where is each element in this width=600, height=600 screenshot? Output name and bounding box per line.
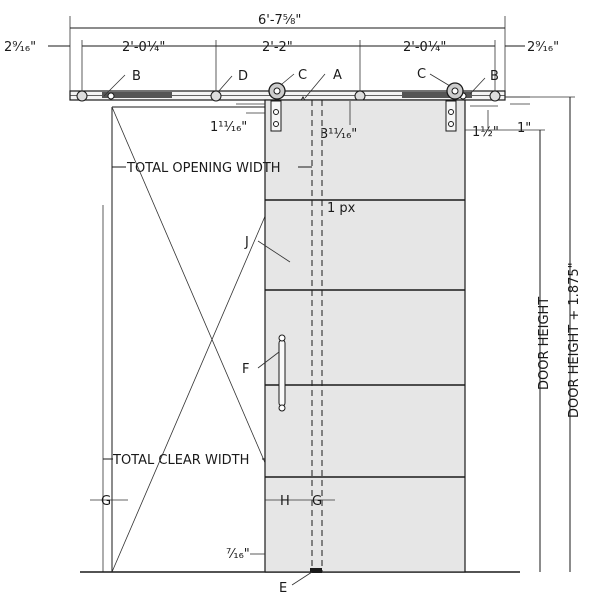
total-opening-width-text: TOTAL OPENING WIDTH	[126, 161, 281, 176]
label-d: D	[238, 69, 248, 84]
left-span-dimension: 2'-0¼"	[122, 40, 165, 55]
middle-span-dimension: 2'-2"	[262, 40, 293, 55]
label-g-left: G	[101, 494, 111, 509]
rail-to-door-left: 1¹¹⁄₁₆"	[210, 120, 247, 135]
total-clear-width-text: TOTAL CLEAR WIDTH	[112, 453, 249, 468]
roller-offset: 1½"	[472, 125, 499, 140]
label-g-right: G	[312, 494, 322, 509]
overall-width-dimension: 6'-7⅝"	[69, 13, 506, 95]
rail-height: 1"	[517, 121, 531, 136]
door-height-plus-text: DOOR HEIGHT + 1.875"	[567, 262, 582, 418]
clear-width-dimension: TOTAL CLEAR WIDTH	[103, 453, 265, 468]
floor-gap-text: ⁷⁄₁₆"	[226, 547, 250, 562]
rail-to-door-center: 3¹¹⁄₁₆"	[320, 127, 357, 142]
door-height-dimensions: DOOR HEIGHT DOOR HEIGHT + 1.875"	[465, 96, 582, 572]
left-end-dimension: 2⁹⁄₁₆"	[4, 40, 36, 55]
segment-dimensions: 2⁹⁄₁₆" 2'-0¼" 2'-2" 2'-0¼" 2⁹⁄₁₆"	[4, 40, 559, 95]
label-b-left: B	[132, 69, 141, 84]
right-end-dimension: 2⁹⁄₁₆"	[527, 40, 559, 55]
label-e: E	[279, 581, 287, 596]
right-span-dimension: 2'-0¼"	[403, 40, 446, 55]
px-note: 1 px	[327, 201, 356, 216]
label-f: F	[242, 362, 249, 377]
door-height-text: DOOR HEIGHT	[537, 297, 552, 390]
label-a: A	[333, 68, 342, 83]
rail-small-dimensions: 1¹¹⁄₁₆" 3¹¹⁄₁₆" 1½" 1"	[210, 96, 531, 142]
label-j: J	[244, 235, 249, 250]
label-c-right: C	[417, 67, 426, 82]
label-c-left: C	[298, 68, 307, 83]
floor-gap-dimension: ⁷⁄₁₆"	[226, 547, 265, 573]
opening-width-dimension: TOTAL OPENING WIDTH	[112, 161, 312, 176]
callout-labels-top: B D C A C B	[103, 67, 499, 99]
door-panel	[264, 99, 466, 573]
label-b-right: B	[490, 69, 499, 84]
overall-width-text: 6'-7⅝"	[258, 13, 301, 28]
gap-dimensions: G H G	[90, 494, 335, 509]
label-h: H	[280, 494, 290, 509]
